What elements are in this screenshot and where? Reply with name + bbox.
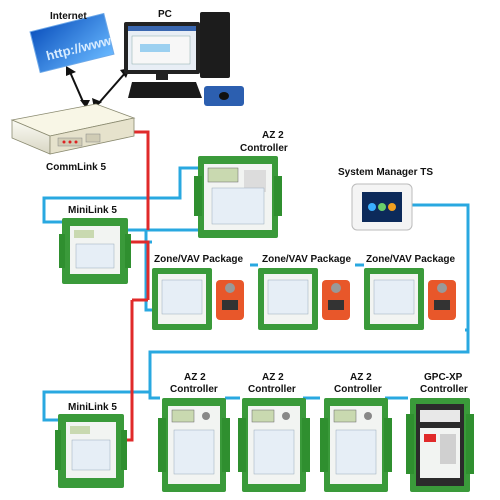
arrows	[66, 66, 130, 108]
red-link	[122, 130, 150, 442]
internet-browser-icon: http://www	[29, 12, 115, 74]
az2-bottom-1-controller	[158, 398, 230, 492]
az2-b1-label-1: AZ 2	[184, 372, 206, 383]
minilink-bottom-label: MiniLink 5	[68, 402, 117, 413]
zone1-label: Zone/VAV Package	[154, 254, 244, 265]
touchscreen-icon	[351, 183, 413, 231]
az2-b3-label-1: AZ 2	[350, 372, 372, 383]
gpc-label-1: GPC-XP	[424, 372, 463, 383]
az2-bottom-3-controller	[320, 398, 392, 492]
az2-top-label-1: AZ 2	[262, 130, 284, 141]
zone3-label: Zone/VAV Package	[366, 254, 456, 265]
gpc-label-2: Controller	[420, 384, 468, 395]
az2-b3-label-2: Controller	[334, 384, 382, 395]
system-manager-label: System Manager TS	[338, 167, 433, 178]
az2-top-controller	[194, 156, 282, 238]
az2-bottom-2-controller	[238, 398, 310, 492]
zone2-label: Zone/VAV Package	[262, 254, 352, 265]
zone3-package	[364, 268, 456, 330]
pc-label: PC	[158, 9, 172, 20]
az2-b2-label-2: Controller	[248, 384, 296, 395]
commlink-label: CommLink 5	[46, 162, 106, 173]
minilink-top-label: MiniLink 5	[68, 205, 117, 216]
az2-top-label-2: Controller	[240, 143, 288, 154]
minilink-top-device	[59, 218, 131, 284]
gpc-xp-controller	[406, 398, 474, 492]
zone1-package	[152, 268, 244, 330]
commlink-device-icon	[10, 103, 136, 155]
az2-b1-label-2: Controller	[170, 384, 218, 395]
az2-b2-label-1: AZ 2	[262, 372, 284, 383]
zone2-package	[258, 268, 350, 330]
internet-label: Internet	[50, 11, 87, 22]
desktop-computer-icon	[124, 12, 244, 106]
minilink-bottom-device	[55, 414, 127, 488]
